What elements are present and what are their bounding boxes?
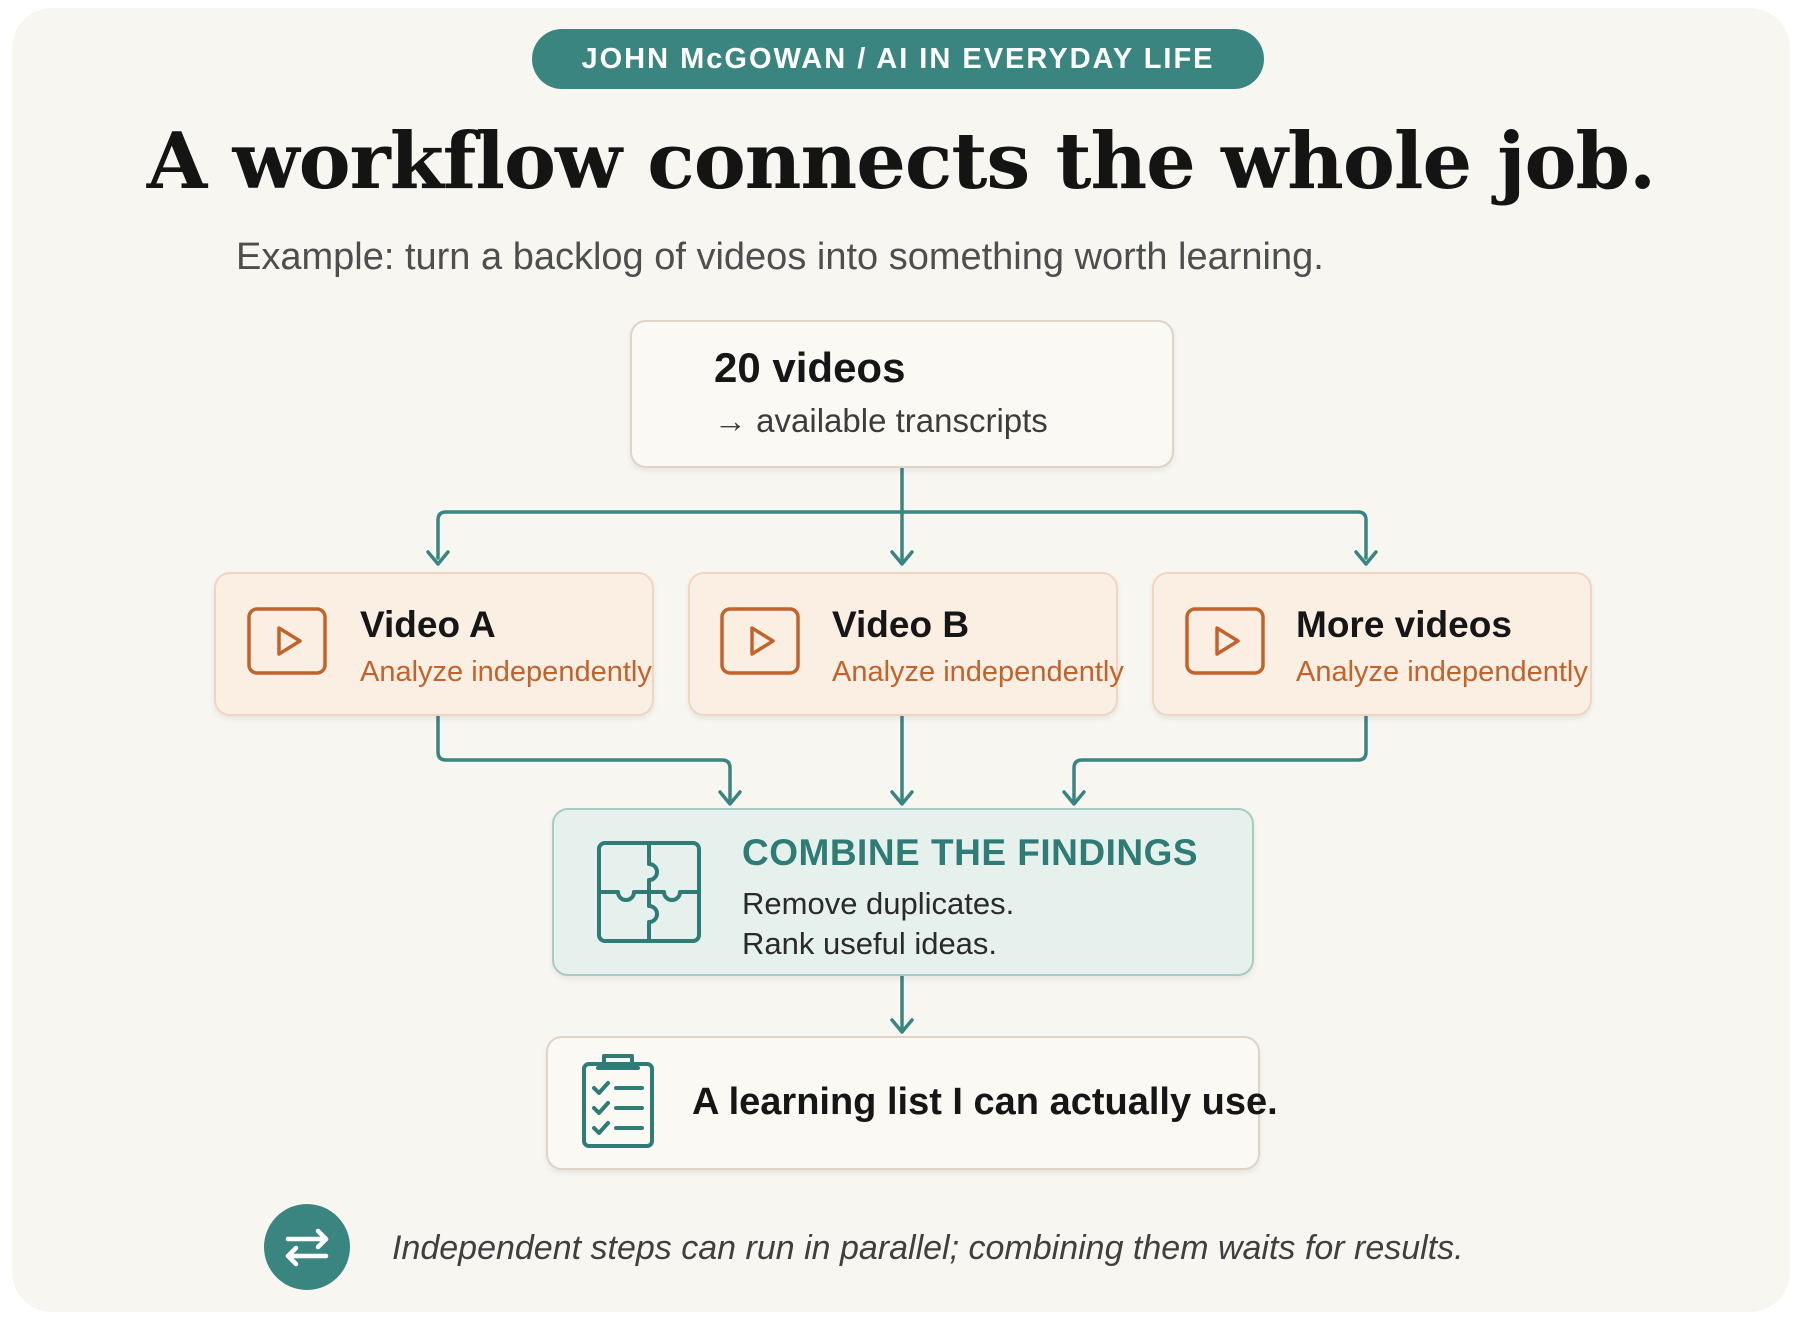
video-node-b <box>688 572 1118 716</box>
page-title: A workflow connects the whole job. <box>146 116 1656 207</box>
start-node-title: 20 videos <box>714 344 906 391</box>
play-icon <box>247 607 327 675</box>
video-node-more-subtitle: Analyze independently <box>1296 656 1588 688</box>
arrowhead-combine-right <box>1062 790 1086 806</box>
start-node-subtitle: → available transcripts <box>714 402 1048 439</box>
result-node <box>546 1036 1260 1170</box>
video-node-a-subtitle: Analyze independently <box>360 656 652 688</box>
arrowhead-b <box>890 550 914 566</box>
puzzle-icon <box>597 841 701 943</box>
arrowhead-result <box>890 1018 914 1034</box>
connector-split <box>436 510 1368 560</box>
arrowhead-a <box>426 550 450 566</box>
combine-node-line-1: Remove duplicates. <box>742 886 1015 921</box>
start-node <box>630 320 1174 468</box>
combine-node <box>552 808 1254 976</box>
result-node-text: A learning list I can actually use. <box>692 1081 1278 1123</box>
arrowhead-combine-left <box>718 790 742 806</box>
arrowhead-combine-mid <box>890 790 914 806</box>
combine-node-line-2: Rank useful ideas. <box>742 926 998 961</box>
swap-arrows-badge <box>264 1204 350 1290</box>
video-node-a-title: Video A <box>360 604 496 645</box>
combine-node-title: COMBINE THE FINDINGS <box>742 832 1199 873</box>
page-subtitle: Example: turn a backlog of videos into s… <box>236 236 1324 278</box>
play-icon <box>720 607 800 675</box>
clipboard-checklist-icon <box>582 1054 654 1148</box>
video-node-more-title: More videos <box>1296 604 1512 645</box>
video-node-more <box>1152 572 1592 716</box>
swap-arrows-icon <box>285 1228 329 1267</box>
arrowhead-more <box>1354 550 1378 566</box>
connector-a-to-combine <box>436 714 732 802</box>
connector-more-to-combine <box>1072 714 1368 802</box>
footer-note: Independent steps can run in parallel; c… <box>392 1229 1464 1267</box>
author-series-tag: JOHN McGOWAN / AI IN EVERYDAY LIFE <box>532 29 1264 89</box>
video-node-b-subtitle: Analyze independently <box>832 656 1124 688</box>
video-node-b-title: Video B <box>832 604 970 645</box>
play-icon <box>1185 607 1265 675</box>
video-node-a <box>214 572 654 716</box>
